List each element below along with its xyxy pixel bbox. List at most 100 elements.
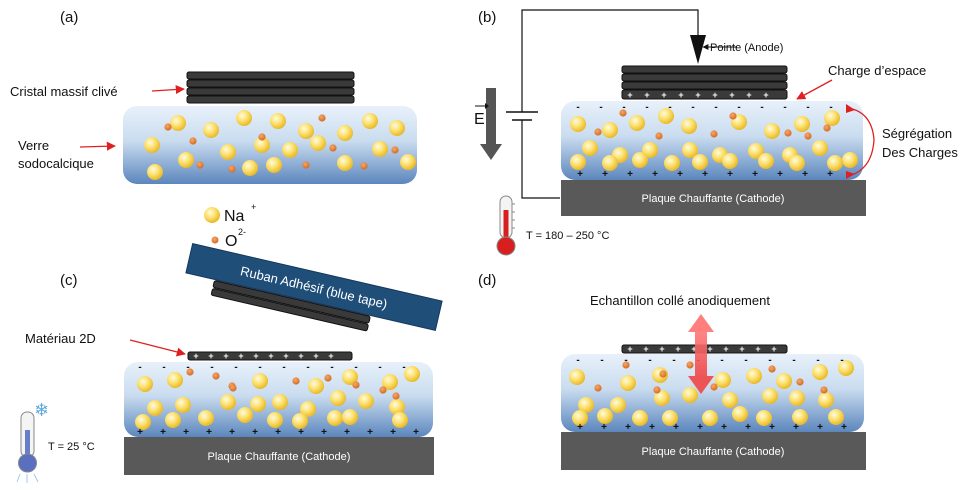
- oxygen-legend-marker: [211, 236, 219, 244]
- sodium-ion: [144, 137, 160, 153]
- sodium-ion: [175, 397, 191, 413]
- sodium-legend-sup: +: [251, 202, 256, 212]
- positive-charge: +: [627, 90, 632, 100]
- sodium-ion: [298, 123, 314, 139]
- segregation-label-line1: Ségrégation: [882, 126, 952, 141]
- negative-charge: -: [792, 355, 795, 366]
- oxygen-ion: [391, 146, 399, 154]
- sodium-ion: [270, 113, 286, 129]
- sodium-ion: [147, 164, 163, 180]
- sodium-ion: [682, 387, 698, 403]
- field-arrow-shaft: [486, 88, 496, 146]
- glass-label-line1: Verre: [18, 138, 49, 153]
- oxygen-ion: [186, 368, 194, 376]
- sodium-ion: [756, 410, 772, 426]
- positive-charge: +: [739, 344, 744, 354]
- material-positive-charges-d: ++++++++++: [627, 344, 776, 354]
- panel-c-label: (c): [60, 272, 78, 289]
- sodium-ion: [572, 410, 588, 426]
- panel-a: (a) Cristal massif clivé Verre sodocalci…: [10, 9, 417, 184]
- negative-charge: -: [599, 102, 602, 113]
- positive-charge: +: [577, 169, 583, 180]
- positive-charge: +: [752, 169, 758, 180]
- crystal-label: Cristal massif clivé: [10, 84, 118, 99]
- sodium-ion: [165, 412, 181, 428]
- positive-charge: +: [160, 427, 166, 438]
- negative-charge: -: [691, 102, 694, 113]
- positive-charge: +: [390, 427, 396, 438]
- sodium-ion: [337, 125, 353, 141]
- positive-charge: +: [661, 90, 666, 100]
- sodium-ion: [818, 392, 834, 408]
- sodium-ion: [824, 110, 840, 126]
- sodium-ion: [812, 364, 828, 380]
- positive-charge: +: [777, 169, 783, 180]
- sodium-ion: [776, 373, 792, 389]
- positive-charge: +: [695, 90, 700, 100]
- oxygen-ion: [196, 161, 204, 169]
- negative-charge: -: [744, 355, 747, 366]
- material-positive-charges-c: ++++++++++: [193, 351, 333, 361]
- panel-d: (d) Echantillon collé anodiquement +++++…: [478, 272, 866, 470]
- oxygen-ion: [653, 386, 661, 394]
- sodium-ion: [389, 399, 405, 415]
- positive-charge: +: [223, 351, 228, 361]
- positive-charge: +: [253, 351, 258, 361]
- oxygen-ion: [189, 137, 197, 145]
- sodium-ion: [300, 401, 316, 417]
- positive-charge: +: [602, 169, 608, 180]
- sodium-ion: [762, 388, 778, 404]
- sodium-ion: [267, 412, 283, 428]
- negative-charge: -: [282, 362, 285, 373]
- negative-charge: -: [210, 362, 213, 373]
- oxygen-legend-label: O: [225, 233, 237, 250]
- space-charge-label: Charge d’espace: [828, 63, 926, 78]
- hot-plate-d-label: Plaque Chauffante (Cathode): [642, 446, 785, 458]
- negative-charge: -: [624, 355, 627, 366]
- oxygen-ion: [820, 386, 828, 394]
- sodium-ion: [682, 142, 698, 158]
- negative-charge: -: [668, 102, 671, 113]
- positive-charge: +: [712, 90, 717, 100]
- sodium-ion: [220, 144, 236, 160]
- sodium-ion: [400, 154, 416, 170]
- negative-charge: -: [378, 362, 381, 373]
- sodium-ion: [578, 397, 594, 413]
- crystal-stack-b: [621, 65, 788, 100]
- oxygen-ion: [729, 112, 737, 120]
- sodium-ion: [292, 413, 308, 429]
- sodium-ion: [632, 152, 648, 168]
- positive-charge: +: [298, 427, 304, 438]
- negative-charge: -: [829, 102, 832, 113]
- sodium-ion: [582, 140, 598, 156]
- sodium-ion: [147, 400, 163, 416]
- sodium-ion: [792, 409, 808, 425]
- positive-charge: +: [183, 427, 189, 438]
- glass-label-line2: sodocalcique: [18, 156, 94, 171]
- sodium-ion: [794, 116, 810, 132]
- oxygen-ion: [619, 109, 627, 117]
- sodium-ion: [236, 110, 252, 126]
- negative-charge: -: [768, 355, 771, 366]
- positive-charge: +: [298, 351, 303, 361]
- negative-charge: -: [760, 102, 763, 113]
- oxygen-ion: [686, 361, 694, 369]
- negative-charge: -: [783, 102, 786, 113]
- positive-charge: +: [413, 427, 419, 438]
- sodium-ion: [838, 360, 854, 376]
- sodium-ion: [827, 155, 843, 171]
- positive-charge: +: [678, 90, 683, 100]
- positive-charge: +: [793, 422, 799, 433]
- hot-plate-c: [124, 437, 434, 475]
- panel-a-label: (a): [60, 9, 78, 26]
- hot-plate-c-label: Plaque Chauffante (Cathode): [208, 451, 351, 463]
- oxygen-ion: [292, 377, 300, 385]
- sodium-legend-label: Na: [224, 208, 245, 225]
- positive-charge: +: [841, 422, 847, 433]
- sodium-ion: [392, 412, 408, 428]
- sodium-ion: [254, 137, 270, 153]
- positive-charge: +: [675, 344, 680, 354]
- positive-charge: +: [229, 427, 235, 438]
- oxygen-ion: [796, 378, 804, 386]
